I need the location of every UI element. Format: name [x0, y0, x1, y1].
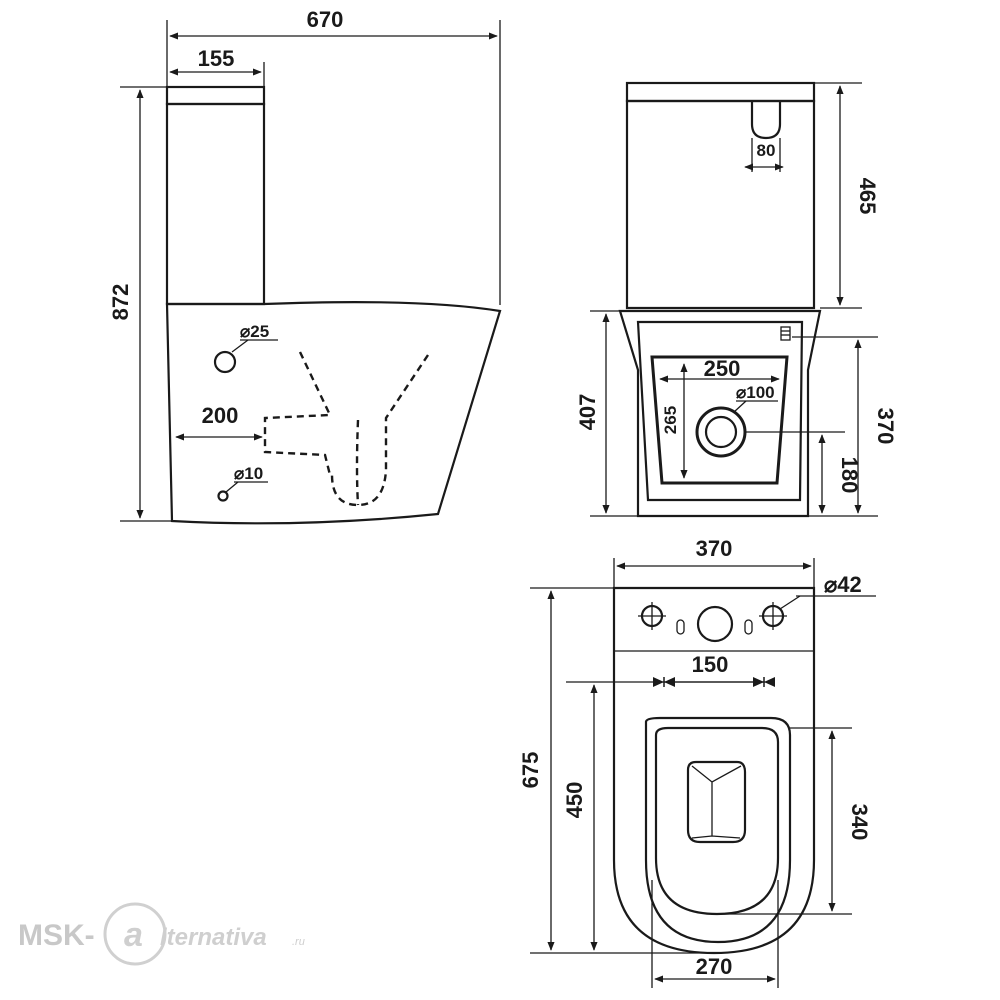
top-bowl-opening	[686, 760, 747, 844]
top-outline	[612, 586, 816, 955]
dim-label-bowl-length: 450	[562, 782, 587, 819]
side-view: 670 155 872 200 ⌀25 ⌀10	[108, 7, 502, 525]
watermark-brand-right: lternativa	[160, 924, 267, 951]
dim-label-seat-length: 340	[847, 804, 872, 841]
side-trapway-hidden	[263, 351, 332, 476]
dim-label-hole-spacing: 150	[692, 652, 729, 677]
flush-button	[750, 101, 782, 140]
side-trapway-hidden-2	[330, 354, 429, 507]
watermark-logo: MSK- a lternativa .ru	[18, 902, 305, 966]
dim-label-top-width: 370	[696, 536, 733, 561]
dim-label-tank-height: 465	[855, 178, 880, 215]
top-tank-hole	[696, 605, 734, 643]
label-inlet-hole: ⌀25	[240, 322, 269, 341]
dim-label-box-height: 370	[873, 408, 898, 445]
front-outlet-opening	[650, 355, 789, 485]
label-mount-hole: ⌀42	[824, 572, 862, 597]
label-small-hole: ⌀10	[234, 464, 263, 483]
top-view: 370 ⌀42 150 675 450 340 270	[518, 536, 876, 988]
dim-label-button: 80	[757, 141, 776, 160]
side-small-hole	[217, 490, 229, 502]
side-trapway-hidden-3	[355, 419, 360, 506]
dim-label-side-height: 872	[108, 284, 133, 321]
watermark-domain: .ru	[292, 936, 305, 948]
front-tank	[625, 99, 816, 310]
dim-label-outlet-offset: 200	[202, 403, 239, 428]
top-seat-inner	[654, 726, 780, 916]
dim-label-seat-width: 270	[696, 954, 733, 979]
side-inlet-hole	[213, 350, 237, 374]
side-bowl-body	[165, 301, 502, 525]
valve-icon	[780, 326, 791, 341]
front-bowl	[618, 309, 822, 518]
front-outlet-pipe-outer	[695, 406, 747, 458]
top-slot-right	[744, 619, 753, 635]
side-tank	[165, 102, 266, 306]
watermark-brand-letter: a	[124, 916, 143, 954]
front-outlet-pipe-inner	[704, 415, 738, 449]
dim-label-side-width: 670	[307, 7, 344, 32]
dim-label-outlet-height: 265	[661, 406, 680, 434]
side-tank-lid	[165, 85, 266, 106]
dim-label-tank-depth: 155	[198, 46, 235, 71]
dim-label-outlet-center: 180	[837, 457, 862, 494]
watermark-brand-left: MSK-	[18, 919, 95, 952]
top-seat-outer	[644, 716, 792, 944]
front-view: 80 465 407 250 265 ⌀100 370 180	[575, 81, 898, 518]
front-tank-lid	[625, 81, 816, 103]
top-slot-left	[676, 619, 685, 635]
label-outlet-diameter: ⌀100	[736, 383, 775, 402]
dim-label-bowl-height: 407	[575, 394, 600, 431]
front-outlet-box	[636, 320, 804, 502]
watermark-at-circle	[103, 902, 167, 966]
dim-label-top-length: 675	[518, 752, 543, 789]
dim-label-outlet-width: 250	[704, 356, 741, 381]
